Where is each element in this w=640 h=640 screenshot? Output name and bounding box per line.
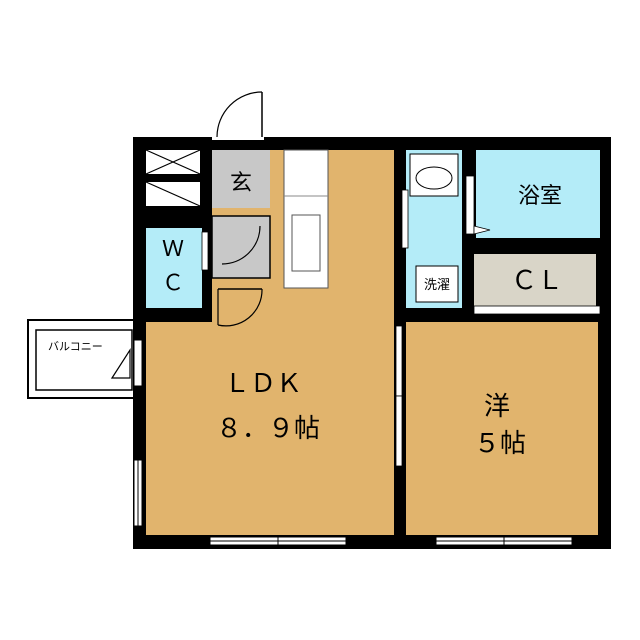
closet: ＣＬ bbox=[473, 254, 601, 340]
laundry-label: 洗濯 bbox=[424, 278, 450, 293]
interior-sliding-doors bbox=[395, 325, 403, 467]
balcony-label: バルコニー bbox=[48, 340, 103, 353]
wc-label-1: Ｗ bbox=[162, 237, 184, 262]
storage-boxes bbox=[145, 149, 201, 207]
entrance-door bbox=[212, 91, 264, 140]
bath-label: 浴室 bbox=[518, 184, 562, 209]
ldk-room: ＬＤＫ ８．９帖 bbox=[146, 149, 394, 535]
wc: Ｗ Ｃ bbox=[146, 228, 209, 308]
western-room: 洋 ５帖 bbox=[406, 322, 598, 535]
entrance: 玄 bbox=[211, 150, 271, 279]
entrance-label: 玄 bbox=[230, 171, 252, 196]
windows bbox=[133, 339, 573, 546]
western-label: 洋 bbox=[484, 392, 510, 422]
washroom: 洗濯 bbox=[401, 150, 462, 308]
ldk-label: ＬＤＫ bbox=[224, 369, 302, 399]
wc-label-2: Ｃ bbox=[162, 271, 184, 296]
bathroom: 浴室 bbox=[465, 150, 600, 238]
ldk-size: ８．９帖 bbox=[216, 414, 320, 444]
balcony: バルコニー bbox=[27, 319, 137, 399]
kitchen-sink bbox=[291, 214, 321, 272]
closet-label: ＣＬ bbox=[511, 266, 563, 296]
wc-door bbox=[212, 288, 263, 327]
western-size: ５帖 bbox=[474, 429, 526, 459]
